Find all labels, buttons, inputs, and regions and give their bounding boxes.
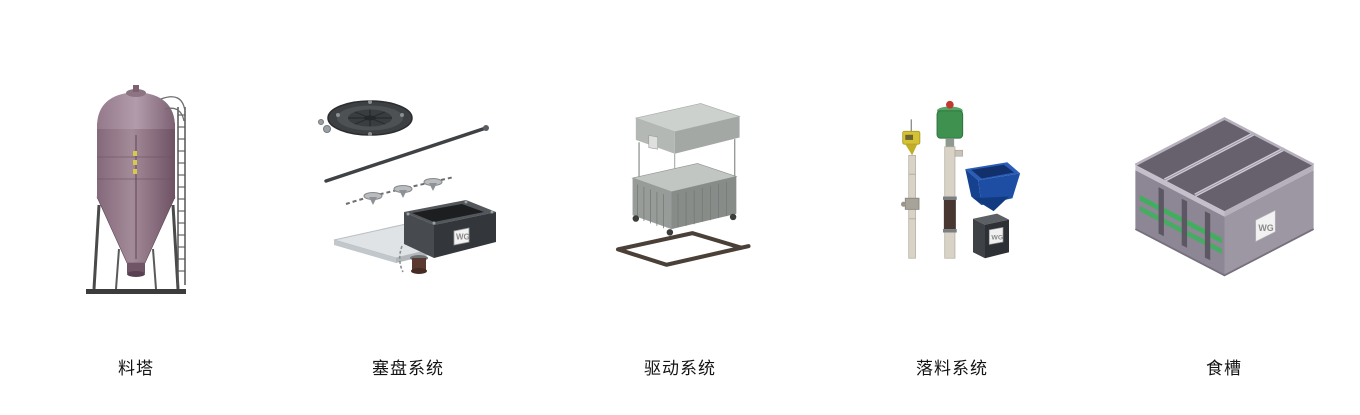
drop-system-image: WG [877,58,1027,310]
feed-silo-image [81,58,191,310]
wg-logo: WG [991,234,1003,241]
product-card-feed-silo[interactable]: 料塔 [0,0,272,415]
product-card-disc-system[interactable]: WG 塞盘系统 [272,0,544,415]
wg-logo: WG [456,233,470,242]
drop-system-illustration: WG [901,100,1021,259]
product-label-feed-silo: 料塔 [118,359,154,378]
product-card-drive-system[interactable]: 驱动系统 [544,0,816,415]
feed-trough-illustration: WG [1134,116,1314,276]
product-card-feed-trough[interactable]: WG 食槽 [1088,0,1360,415]
drive-system-image [605,58,755,310]
drive-system-illustration [615,102,751,267]
disc-system-illustration: WG [317,100,496,274]
feed-trough-image: WG [1122,58,1327,310]
product-label-feed-trough: 食槽 [1206,359,1242,378]
feed-silo-illustration [86,84,186,294]
product-label-drive-system: 驱动系统 [644,359,716,378]
wg-logo: WG [1258,222,1273,232]
product-card-drop-system[interactable]: WG 落料系统 [816,0,1088,415]
product-label-drop-system: 落料系统 [916,359,988,378]
disc-system-image: WG [316,58,501,310]
product-label-disc-system: 塞盘系统 [372,359,444,378]
